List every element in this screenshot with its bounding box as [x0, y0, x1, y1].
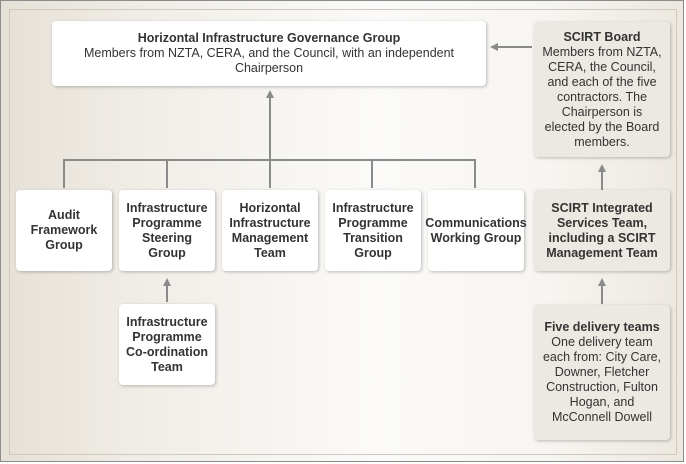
delivery-teams-title: Five delivery teams	[544, 320, 660, 334]
scirt-board-description: Members from NZTA, CERA, the Council, an…	[542, 44, 662, 149]
steering-group-box: Infrastructure Programme Steering Group	[119, 190, 215, 271]
audit-framework-group-box: Audit Framework Group	[16, 190, 112, 271]
scirt-board-box: SCIRT Board Members from NZTA, CERA, the…	[534, 22, 670, 157]
diagram-inner-border	[9, 9, 677, 455]
governance-group-box: Horizontal Infrastructure Governance Gro…	[52, 21, 486, 86]
governance-group-members: Members from NZTA, CERA, and the Council…	[83, 46, 455, 75]
scirt-integrated-team-box: SCIRT Integrated Services Team, includin…	[534, 190, 670, 271]
transition-group-box: Infrastructure Programme Transition Grou…	[325, 190, 421, 271]
delivery-teams-list: One delivery team each from: City Care, …	[542, 335, 662, 424]
coordination-team-box: Infrastructure Programme Co-ordination T…	[119, 304, 215, 385]
scirt-board-title: SCIRT Board	[563, 29, 641, 44]
delivery-teams-box: Five delivery teams One delivery team ea…	[534, 305, 670, 440]
management-team-box: Horizontal Infrastructure Management Tea…	[222, 190, 318, 271]
governance-group-title: Horizontal Infrastructure Governance Gro…	[137, 31, 401, 45]
communications-group-box: Communications Working Group	[425, 190, 527, 271]
